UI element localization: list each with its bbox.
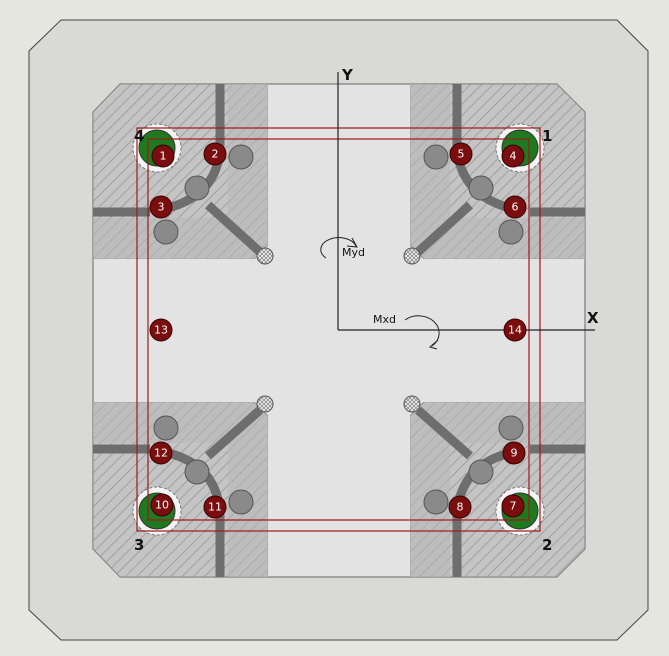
rebar-5: 5	[449, 142, 473, 166]
rebar-11: 11	[203, 495, 227, 519]
rebar-13: 13	[149, 318, 173, 342]
corner-label-3: 3	[134, 536, 144, 554]
svg-text:8: 8	[457, 501, 464, 514]
svg-text:1: 1	[160, 150, 167, 163]
gray-circles	[153, 144, 524, 515]
rebar-8: 8	[448, 495, 472, 519]
mxd-arrow-icon	[404, 315, 440, 350]
svg-text:12: 12	[154, 447, 168, 460]
axes	[337, 72, 595, 331]
rebar-4: 4	[501, 144, 525, 168]
myd-arrow-icon	[320, 237, 358, 259]
svg-text:13: 13	[154, 324, 168, 337]
x-axis-label: X	[587, 309, 599, 327]
svg-text:6: 6	[512, 201, 519, 214]
svg-text:5: 5	[458, 148, 465, 161]
rebar-7: 7	[501, 494, 525, 518]
svg-text:14: 14	[508, 324, 522, 337]
rebar-1: 1	[151, 144, 175, 168]
rebar-3: 3	[149, 195, 173, 219]
svg-text:7: 7	[510, 500, 517, 513]
svg-text:9: 9	[511, 447, 518, 460]
hatched-circles	[256, 247, 421, 413]
svg-text:3: 3	[158, 201, 165, 214]
rebar-6: 6	[503, 195, 527, 219]
svg-text:2: 2	[212, 148, 219, 161]
rebar-layer: 1 2 3 4 5 6 7 8 9 10 11 12 13 14	[149, 142, 527, 519]
y-axis-label: Y	[341, 66, 354, 84]
rebar-9: 9	[502, 441, 526, 465]
rebar-14: 14	[503, 318, 527, 342]
corner-label-2: 2	[542, 536, 552, 554]
corner-label-4: 4	[134, 127, 144, 145]
svg-text:10: 10	[155, 499, 169, 512]
svg-text:11: 11	[208, 501, 222, 514]
corner-label-1: 1	[542, 127, 552, 145]
rebar-10: 10	[150, 493, 174, 517]
myd-label: Myd	[342, 246, 365, 259]
svg-text:4: 4	[510, 150, 517, 163]
mxd-label: Mxd	[373, 313, 396, 326]
rebar-2: 2	[203, 142, 227, 166]
rebar-12: 12	[149, 441, 173, 465]
